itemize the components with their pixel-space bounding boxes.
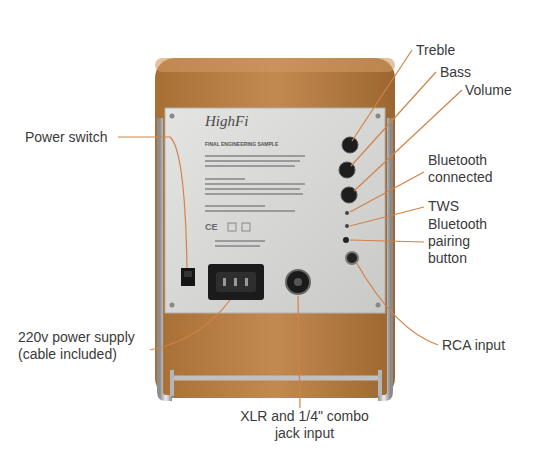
callout-label: 220v power supply (cable included) [18, 329, 153, 363]
stand-left [160, 118, 172, 398]
panel-text: FINAL ENGINEERING SAMPLE [205, 141, 325, 148]
callout-label: XLR and 1/4" combo jack input [232, 408, 377, 442]
cabinet-top [155, 58, 395, 72]
treble-knob [342, 137, 358, 153]
xlr-center [294, 278, 302, 286]
led [345, 211, 349, 215]
stand-right [378, 118, 390, 398]
callout-label: RCA input [442, 337, 532, 354]
callout-label: Treble [416, 42, 496, 59]
screw [376, 303, 381, 308]
cabinet [155, 58, 395, 398]
pairing-button [343, 237, 349, 243]
screw [170, 114, 175, 119]
callout-label: Bluetooth pairing button [428, 216, 498, 267]
cert-mark [228, 223, 236, 231]
power-switch-rocker [184, 271, 192, 277]
cert-mark [242, 223, 250, 231]
xlr-combo-jack [286, 270, 310, 294]
ce-mark: CE [205, 222, 235, 233]
stand-bar [172, 376, 380, 381]
iec-socket-inner [216, 272, 256, 292]
callout-label: Volume [465, 82, 535, 99]
callout-label: TWS [428, 198, 508, 215]
iec-socket [208, 264, 264, 300]
volume-knob [341, 187, 357, 203]
callout-label: Power switch [25, 129, 125, 146]
callout-label: Bluetooth connected [428, 152, 518, 186]
screw [170, 303, 175, 308]
callout-label: Bass [440, 64, 520, 81]
fine-print [205, 155, 305, 247]
screw [376, 114, 381, 119]
power-switch [181, 268, 195, 286]
stand-foot [172, 370, 380, 396]
led [345, 224, 349, 228]
leader-lines [118, 50, 462, 408]
brand-logo: HighFi [205, 113, 295, 130]
